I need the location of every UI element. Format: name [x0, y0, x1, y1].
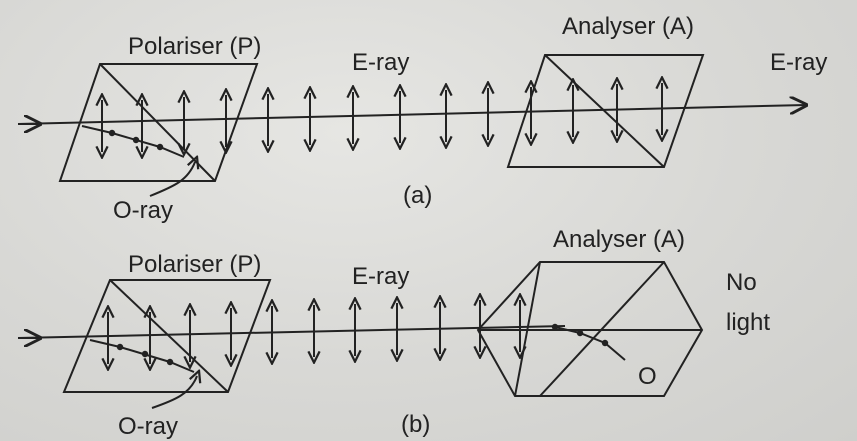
- polariser-label-a: Polariser (P): [128, 33, 261, 60]
- main-ray-b: [17, 325, 566, 339]
- o-ray-pointer-a: [149, 162, 195, 197]
- o-ray-pointer-b: [151, 376, 197, 409]
- o-ray-label-a: O-ray: [113, 197, 173, 224]
- polariser-cut-line-b: [109, 279, 229, 393]
- o-ray-label-b: O-ray: [118, 413, 178, 440]
- polarisation-arrows-a: [102, 83, 662, 152]
- panel-a: [17, 54, 806, 197]
- no-light-label-line1: No: [726, 269, 757, 296]
- caption-b: (b): [401, 411, 430, 438]
- e-ray-label-b: E-ray: [352, 263, 409, 290]
- analyser-label-b: Analyser (A): [553, 226, 685, 253]
- polarisation-arrows-b: [108, 300, 520, 364]
- polariser-label-b: Polariser (P): [128, 251, 261, 278]
- e-ray-out-label-a: E-ray: [770, 49, 827, 76]
- analyser-label-a: Analyser (A): [562, 13, 694, 40]
- no-light-label-line2: light: [726, 309, 770, 336]
- o-ray-path-a: [81, 125, 185, 158]
- analyser-o-ray-path-b: [554, 326, 626, 361]
- o-label-b: O: [638, 363, 657, 390]
- main-ray-a: [17, 105, 806, 125]
- e-ray-label-a: E-ray: [352, 49, 409, 76]
- o-ray-dots-a: [108, 129, 164, 151]
- analyser-cut-line-a: [544, 54, 665, 168]
- caption-a: (a): [403, 182, 432, 209]
